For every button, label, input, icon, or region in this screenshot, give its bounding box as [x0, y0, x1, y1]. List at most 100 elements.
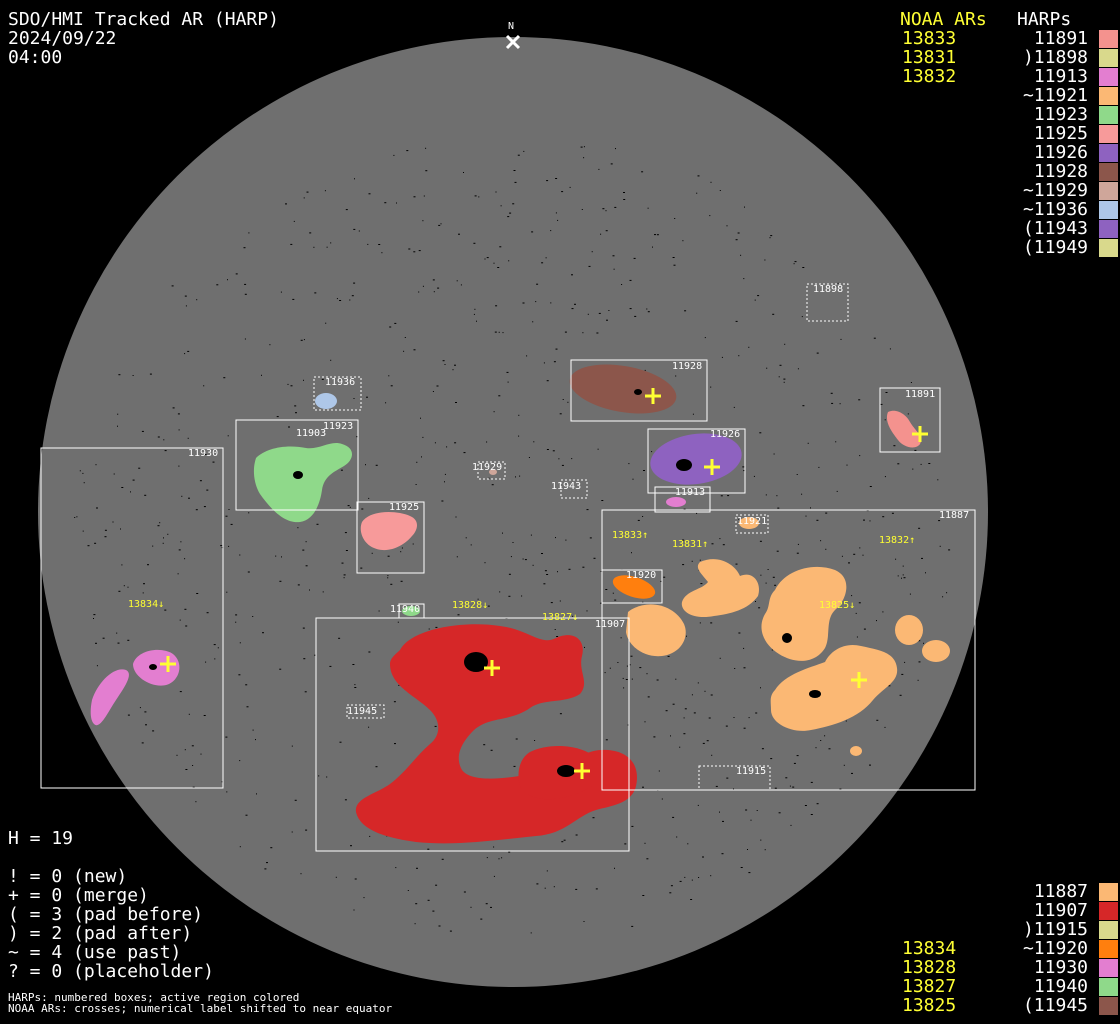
legend-row: ~11929 [0, 181, 1120, 200]
stat-line: ! = 0 (new) [8, 866, 128, 887]
harp-label: 11891 [905, 389, 936, 400]
legend-row: 11928 [0, 162, 1120, 181]
region-11921 [739, 517, 759, 529]
harp-box-11943 [560, 479, 588, 499]
noaa-cross-13827 [574, 763, 590, 779]
harp-count: H = 19 [8, 828, 74, 849]
legend-row: 13825(11945 [0, 996, 1120, 1015]
harp-number: (11949 [1022, 237, 1088, 258]
harp-label: 11913 [675, 487, 706, 498]
region-11936 [315, 393, 337, 409]
region-11887b [626, 604, 686, 657]
noaa-label: 13834↓ [128, 599, 165, 610]
region-11887f [922, 640, 950, 662]
harp-box-11925 [356, 501, 425, 574]
footnote: NOAA ARs: crosses; numerical label shift… [8, 1002, 393, 1015]
color-swatch [1099, 239, 1118, 257]
harp-number: 11907 [1033, 900, 1088, 921]
region-11913 [666, 497, 686, 507]
legend-row: 13834 ~11920 [0, 939, 1120, 958]
harp-label: 11925 [389, 502, 420, 513]
harp-label: 11940 [390, 604, 421, 615]
color-swatch [1099, 87, 1118, 105]
region-11887 [681, 559, 760, 618]
harp-number: )11915 [1022, 919, 1088, 940]
sunspots [149, 389, 821, 777]
harp-box-11926 [647, 428, 746, 494]
color-swatch [1099, 883, 1118, 901]
harp-number: ~11929 [1022, 180, 1088, 201]
harp-label: 11920 [626, 570, 657, 581]
harp-box-11891 [879, 387, 941, 453]
harp-box-11928 [570, 359, 708, 422]
harp-number: (11945 [1022, 995, 1088, 1016]
harp-box-11920 [601, 569, 663, 604]
harp-box-11921 [735, 514, 769, 534]
region-11928 [569, 364, 677, 414]
color-swatch [1099, 997, 1118, 1015]
color-swatch [1099, 220, 1118, 238]
noaa-number: 13827 [902, 976, 957, 997]
harp-label: 11921 [737, 516, 768, 527]
noaa-number: 13834 [902, 938, 957, 959]
noaa-label: 13831↑ [672, 539, 709, 550]
harp-number: ~11920 [1022, 938, 1088, 959]
region-11887g [850, 746, 862, 756]
footnote: HARPs: numbered boxes; active region col… [8, 991, 300, 1004]
color-swatch [1099, 978, 1118, 996]
noaa-cross-13833 [912, 426, 928, 442]
harp-number: 11891 [1033, 28, 1088, 49]
color-swatch [1099, 959, 1118, 977]
harp-label: 11929 [472, 462, 503, 473]
region-11925 [360, 512, 417, 551]
noaa-header: NOAA ARs [900, 9, 987, 30]
harp-number: ~11921 [1022, 85, 1088, 106]
north-label: N [508, 21, 515, 32]
stat-line: ? = 0 (placeholder) [8, 961, 214, 982]
region-11940 [402, 606, 420, 616]
harp-number: 11930 [1033, 957, 1088, 978]
region-11920 [612, 575, 656, 599]
harp-label: 11926 [710, 429, 741, 440]
harp-number: 11928 [1033, 161, 1088, 182]
harp-label: 11945 [347, 706, 378, 717]
noaa-cross-13825 [851, 672, 867, 688]
north-marker-icon [505, 34, 521, 50]
harp-label: 11903 [296, 428, 327, 439]
legend-row: ~11936 [0, 200, 1120, 219]
noaa-label: 13827↓ [542, 612, 579, 623]
harp-box-11929 [477, 461, 506, 480]
legend-row: )11915 [0, 920, 1120, 939]
harp-header: HARPs [1017, 9, 1072, 30]
noaa-cross-13834 [160, 656, 176, 672]
noaa-number: 13832 [902, 66, 957, 87]
solar-disk [38, 37, 988, 987]
noaa-crosses [160, 388, 928, 779]
stat-line: + = 0 (merge) [8, 885, 149, 906]
harp-box-11923 [235, 419, 359, 511]
harp-number: 11940 [1033, 976, 1088, 997]
harp-label: 11898 [813, 284, 844, 295]
active-regions [90, 364, 950, 844]
harp-number: 11926 [1033, 142, 1088, 163]
legend-row: 11926 [0, 143, 1120, 162]
color-swatch [1099, 940, 1118, 958]
harp-box-11913 [654, 486, 711, 513]
legend-row: 11923 [0, 105, 1120, 124]
harp-label: 11907 [595, 619, 626, 630]
map-date: 2024/09/22 [8, 28, 117, 49]
noaa-cross-13831 [704, 459, 720, 475]
stat-line: ) = 2 (pad after) [8, 923, 193, 944]
legend-row: ~11921 [0, 86, 1120, 105]
noaa-label: 13833↑ [612, 530, 649, 541]
noaa-cross-13832 [645, 388, 661, 404]
noaa-number: 13833 [902, 28, 957, 49]
legend-row: 11925 [0, 124, 1120, 143]
harp-label: 11943 [551, 481, 582, 492]
harp-label: 11928 [672, 361, 703, 372]
harp-label: 11930 [188, 448, 219, 459]
